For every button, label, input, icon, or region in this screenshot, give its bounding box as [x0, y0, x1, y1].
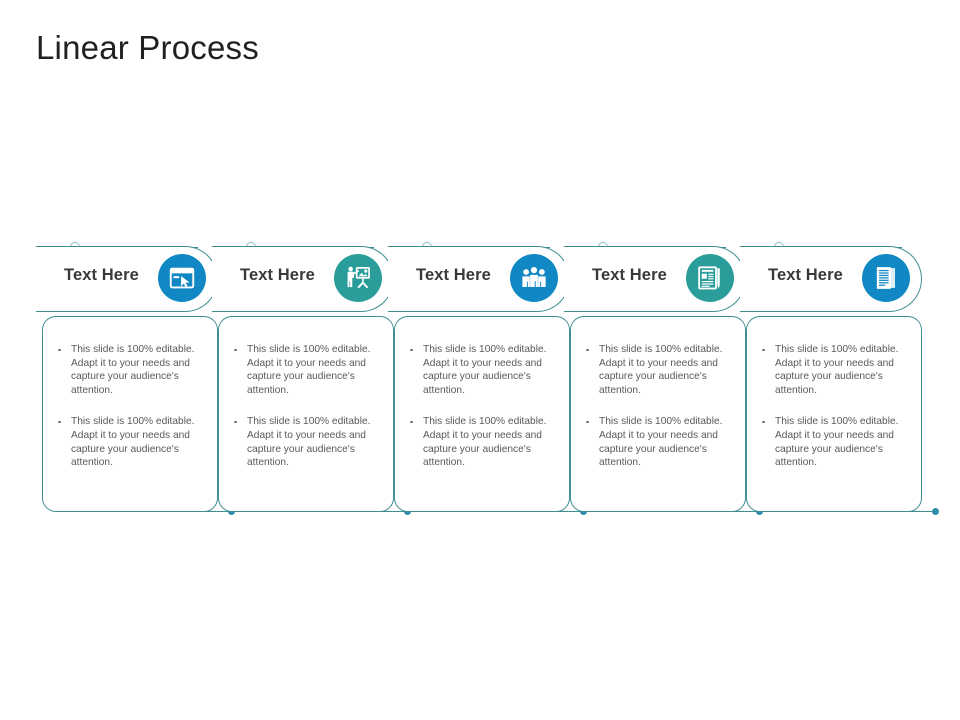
step-tail-line [724, 511, 760, 513]
bullet-item: This slide is 100% editable. Adapt it to… [403, 343, 563, 397]
newspaper-article-icon[interactable] [686, 254, 734, 302]
bullet-text: This slide is 100% editable. Adapt it to… [71, 344, 195, 396]
bullet-text: This slide is 100% editable. Adapt it to… [71, 416, 195, 469]
three-people-team-icon[interactable] [510, 254, 558, 302]
bullet-item: This slide is 100% editable. Adapt it to… [227, 415, 387, 469]
bullet-dot-icon [586, 420, 589, 424]
bullet-dot-icon [234, 420, 237, 424]
step-body-card: This slide is 100% editable. Adapt it to… [746, 316, 922, 512]
bullet-text: This slide is 100% editable. Adapt it to… [423, 416, 547, 469]
bullet-text: This slide is 100% editable. Adapt it to… [775, 344, 899, 396]
step-body-card: This slide is 100% editable. Adapt it to… [42, 316, 218, 512]
bullet-item: This slide is 100% editable. Adapt it to… [579, 415, 739, 469]
bullet-text: This slide is 100% editable. Adapt it to… [423, 344, 547, 396]
step-tail-line [548, 511, 584, 513]
bullet-item: This slide is 100% editable. Adapt it to… [51, 415, 211, 469]
step-body-card: This slide is 100% editable. Adapt it to… [218, 316, 394, 512]
bullet-dot-icon [58, 348, 61, 352]
step-body-card: This slide is 100% editable. Adapt it to… [570, 316, 746, 512]
bullet-list: This slide is 100% editable. Adapt it to… [51, 343, 211, 470]
bullet-dot-icon [762, 420, 765, 424]
document-pages-icon[interactable] [862, 254, 910, 302]
step-tail-line [900, 511, 936, 513]
step-title: Text Here [592, 266, 667, 284]
step-title: Text Here [768, 266, 843, 284]
step-body-card: This slide is 100% editable. Adapt it to… [394, 316, 570, 512]
bullet-list: This slide is 100% editable. Adapt it to… [403, 343, 563, 470]
bullet-list: This slide is 100% editable. Adapt it to… [227, 343, 387, 470]
bullet-dot-icon [410, 348, 413, 352]
bullet-text: This slide is 100% editable. Adapt it to… [775, 416, 899, 469]
bullet-dot-icon [410, 420, 413, 424]
bullet-item: This slide is 100% editable. Adapt it to… [51, 343, 211, 397]
page-title: Linear Process [36, 29, 259, 66]
step-tail-dot-icon [932, 507, 939, 515]
step-title: Text Here [240, 266, 315, 284]
step-tail-line [196, 511, 232, 513]
bullet-text: This slide is 100% editable. Adapt it to… [599, 344, 723, 396]
bullet-dot-icon [58, 420, 61, 424]
bullet-item: This slide is 100% editable. Adapt it to… [227, 343, 387, 397]
bullet-dot-icon [586, 348, 589, 352]
bullet-item: This slide is 100% editable. Adapt it to… [755, 343, 915, 397]
bullet-dot-icon [762, 348, 765, 352]
bullet-text: This slide is 100% editable. Adapt it to… [247, 344, 371, 396]
step-tail-line [372, 511, 408, 513]
browser-window-cursor-icon[interactable] [158, 254, 206, 302]
bullet-text: This slide is 100% editable. Adapt it to… [599, 416, 723, 469]
bullet-list: This slide is 100% editable. Adapt it to… [579, 343, 739, 470]
bullet-item: This slide is 100% editable. Adapt it to… [755, 415, 915, 469]
presenter-whiteboard-icon[interactable] [334, 254, 382, 302]
step-title: Text Here [416, 266, 491, 284]
bullet-item: This slide is 100% editable. Adapt it to… [579, 343, 739, 397]
bullet-item: This slide is 100% editable. Adapt it to… [403, 415, 563, 469]
bullet-list: This slide is 100% editable. Adapt it to… [755, 343, 915, 470]
bullet-text: This slide is 100% editable. Adapt it to… [247, 416, 371, 469]
step-title: Text Here [64, 266, 139, 284]
bullet-dot-icon [234, 348, 237, 352]
